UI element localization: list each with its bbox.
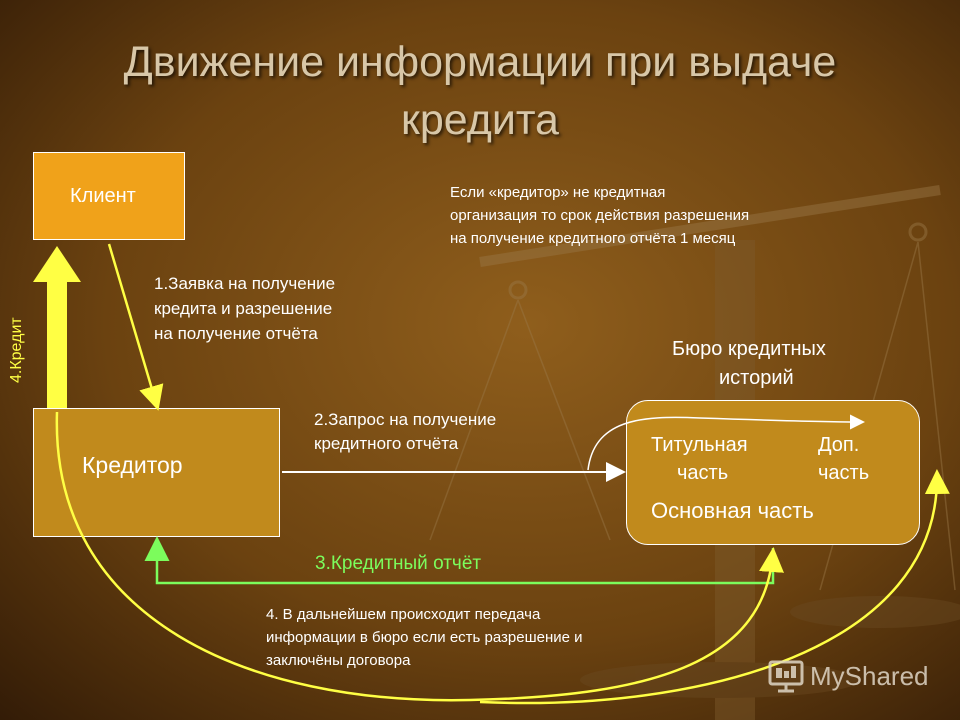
myshared-logo-icon — [768, 660, 804, 693]
bureau-heading-line1: Бюро кредитных — [672, 338, 826, 360]
step3-label: 3.Кредитный отчёт — [315, 553, 482, 574]
step2-line2: кредитного отчёта — [314, 434, 459, 453]
step1-line3: на получение отчёта — [154, 324, 318, 343]
extra-part-line1: Доп. — [818, 434, 860, 456]
note-line2: организация то срок действия разрешения — [450, 207, 750, 224]
slide-title-line2: кредита — [401, 96, 559, 144]
bureau-heading-line2: историй — [719, 367, 794, 389]
extra-part-line2: часть — [818, 462, 870, 484]
note-line1: Если «кредитор» не кредитная — [450, 184, 666, 201]
myshared-logo-text: MyShared — [810, 660, 929, 691]
note-line3: на получение кредитного отчёта 1 месяц — [450, 230, 736, 247]
kreditor-label: Кредитор — [82, 452, 183, 478]
step4-credit-label: 4.Кредит — [8, 317, 25, 383]
myshared-logo[interactable]: MyShared — [768, 656, 929, 696]
step4-line1: 4. В дальнейшем происходит передача — [266, 606, 541, 623]
step1-line1: 1.Заявка на получение — [154, 274, 336, 293]
step1-line2: кредита и разрешение — [154, 299, 333, 318]
title-part-line2: часть — [677, 462, 729, 484]
main-part-label: Основная часть — [651, 498, 814, 523]
title-part-line1: Титульная — [651, 434, 748, 456]
client-label: Клиент — [70, 185, 136, 207]
client-box — [33, 152, 185, 240]
slide-title-line1: Движение информации при выдаче — [123, 38, 837, 86]
step4-line2: информации в бюро если есть разрешение и — [266, 629, 583, 646]
step4-line3: заключёны договора — [266, 652, 411, 669]
step2-line1: 2.Запрос на получение — [314, 410, 497, 429]
